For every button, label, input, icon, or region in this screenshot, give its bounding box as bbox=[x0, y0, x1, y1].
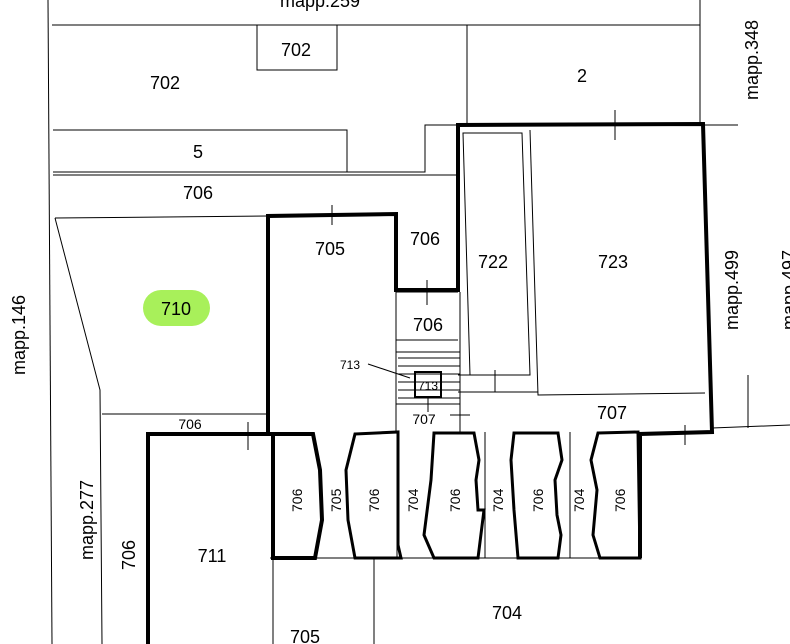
garage-row-label: 705 bbox=[328, 488, 344, 512]
parcel-label: 723 bbox=[598, 252, 628, 272]
parcel-label: 5 bbox=[193, 142, 203, 162]
neighbor-far-right: mapp.497 bbox=[779, 250, 790, 330]
neighbor-top: mapp.259 bbox=[280, 0, 360, 11]
garage-row-label: 704 bbox=[490, 488, 506, 512]
parcel-label: 722 bbox=[478, 252, 508, 272]
parcel-label: 707 bbox=[412, 411, 436, 427]
neighbor-top-right: mapp.348 bbox=[742, 20, 762, 100]
parcel-label: 713 bbox=[418, 379, 438, 393]
garage-row-label: 706 bbox=[447, 488, 463, 512]
parcel-label: 704 bbox=[492, 603, 522, 623]
parcel-label: 702 bbox=[150, 73, 180, 93]
highlight-710-background bbox=[143, 290, 210, 326]
garage-row-label: 706 bbox=[289, 488, 305, 512]
garage-row-label: 704 bbox=[405, 488, 421, 512]
garage-row-labels: 706 705 706 704 706 704 706 704 706 bbox=[289, 488, 628, 512]
garage-row-label: 706 bbox=[612, 488, 628, 512]
parcel-label: 706 bbox=[178, 416, 202, 432]
parcel-710-label[interactable]: 710 bbox=[161, 299, 191, 319]
parcel-label: 2 bbox=[577, 66, 587, 86]
parcel-label: 706 bbox=[183, 183, 213, 203]
parcel-label: 705 bbox=[290, 627, 320, 644]
parcel-label: 711 bbox=[198, 546, 227, 566]
parcel-713-leader-label: 713 bbox=[340, 358, 360, 372]
neighbor-bottom-left: mapp.277 bbox=[77, 480, 97, 560]
parcel-label: 706 bbox=[119, 540, 139, 570]
neighbor-left: mapp.146 bbox=[9, 295, 29, 375]
parcel-label: 707 bbox=[597, 403, 627, 423]
parcel-label: 705 bbox=[315, 239, 345, 259]
property-boundary bbox=[146, 121, 715, 644]
parcel-label: 706 bbox=[413, 315, 443, 335]
parcel-label: 706 bbox=[410, 229, 440, 249]
parcel-label: 702 bbox=[281, 40, 311, 60]
neighbor-right: mapp.499 bbox=[722, 250, 742, 330]
garage-row-label: 706 bbox=[366, 488, 382, 512]
garage-row-label: 706 bbox=[530, 488, 546, 512]
garage-row-label: 704 bbox=[571, 488, 587, 512]
